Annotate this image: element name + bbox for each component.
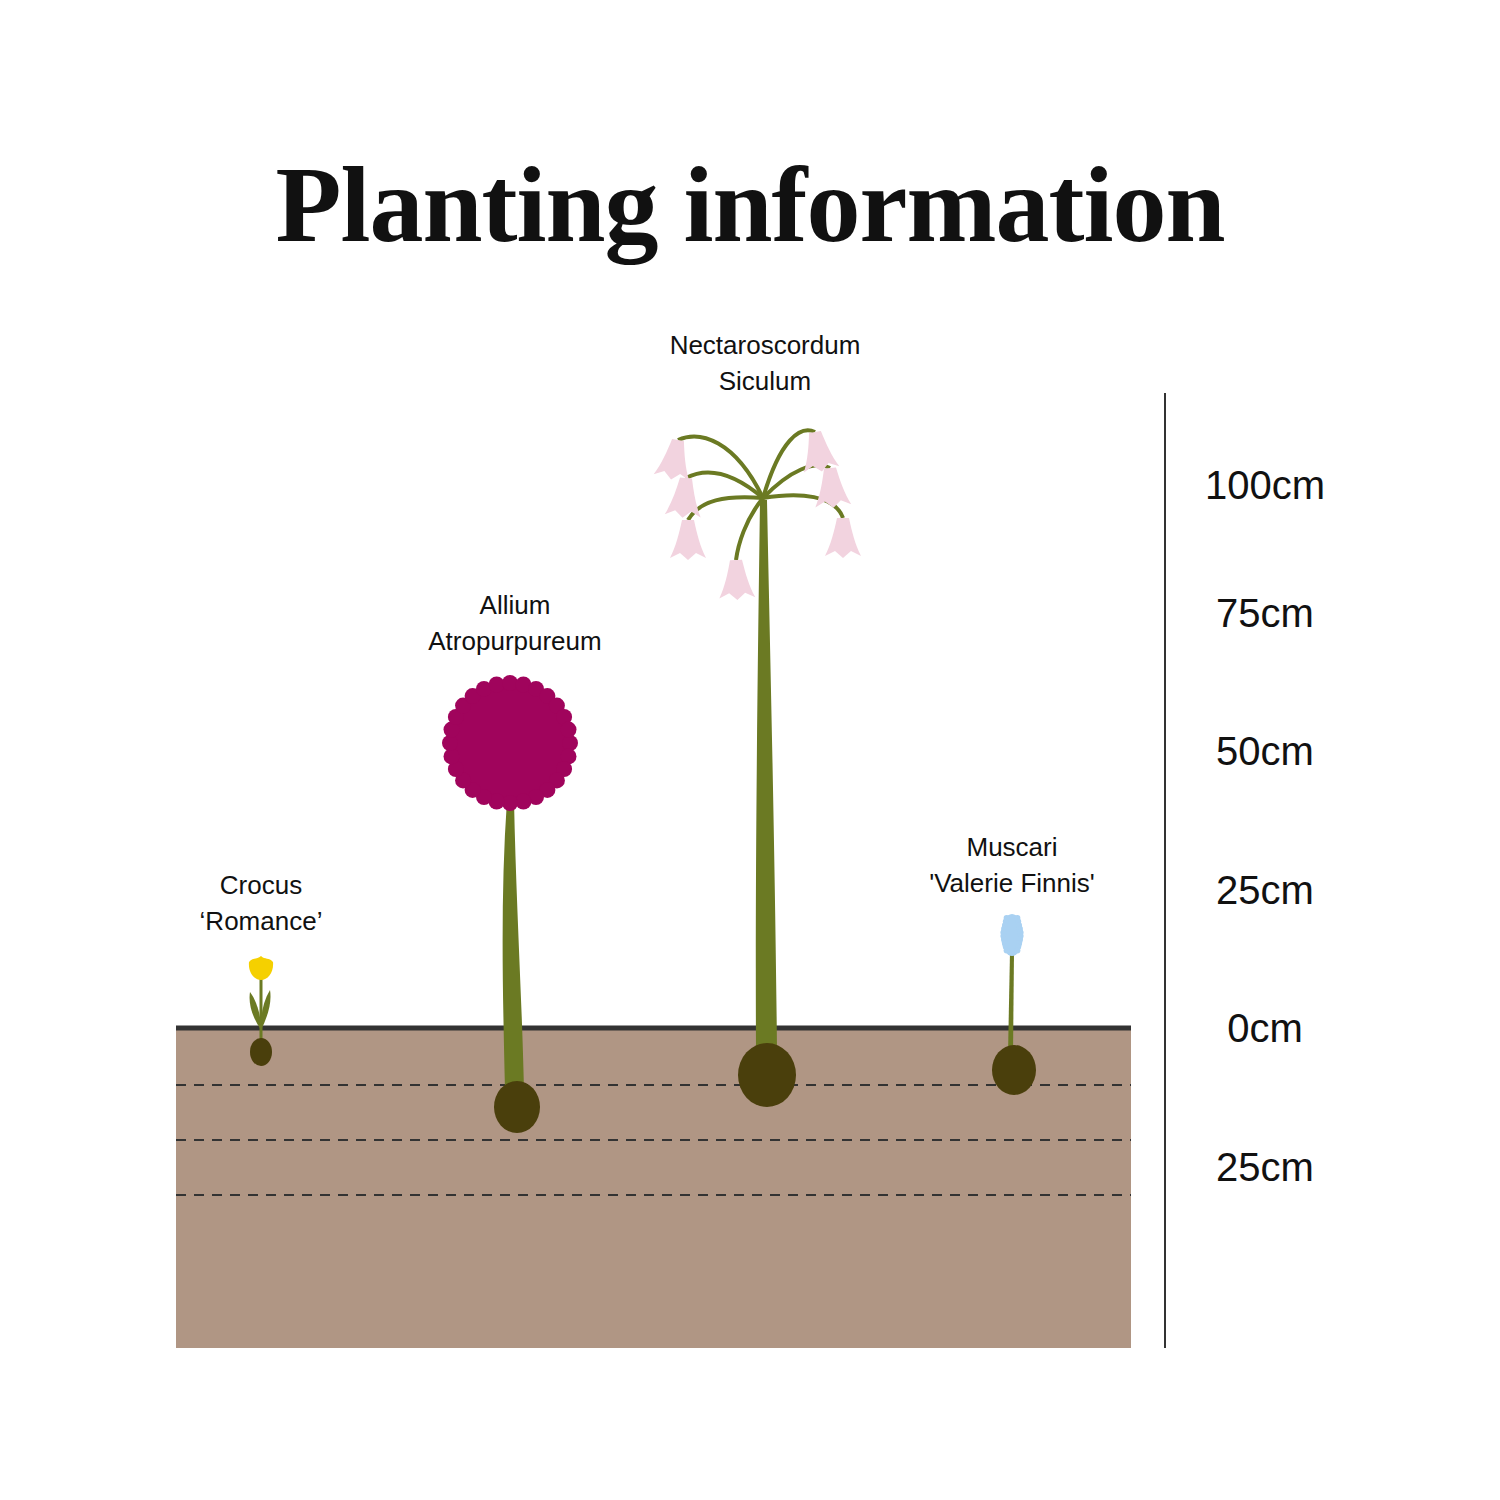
scale-value: 100cm	[1204, 461, 1327, 509]
scale-value: 0cm	[1226, 1004, 1304, 1052]
ground-line	[176, 1026, 1131, 1031]
nectaroscordum	[653, 429, 861, 1107]
scale-value: 25cm	[1215, 866, 1315, 914]
title: Planting information	[0, 145, 1500, 265]
plant-name: Muscari 'Valerie Finnis'	[929, 829, 1095, 901]
soil	[176, 1028, 1131, 1348]
scale-value: 25cm	[1215, 1143, 1315, 1191]
plant-name: Allium Atropurpureum	[428, 587, 602, 659]
depth-lines	[176, 1085, 1131, 1195]
scale-value: 75cm	[1215, 589, 1315, 637]
muscari	[992, 914, 1036, 1095]
allium	[442, 675, 578, 1133]
plant-name: Nectaroscordum Siculum	[670, 327, 861, 399]
scale-line	[1164, 393, 1166, 1348]
crocus	[249, 956, 273, 1066]
plant-name: Crocus ‘Romance’	[200, 867, 323, 939]
scale-value: 50cm	[1215, 727, 1315, 775]
